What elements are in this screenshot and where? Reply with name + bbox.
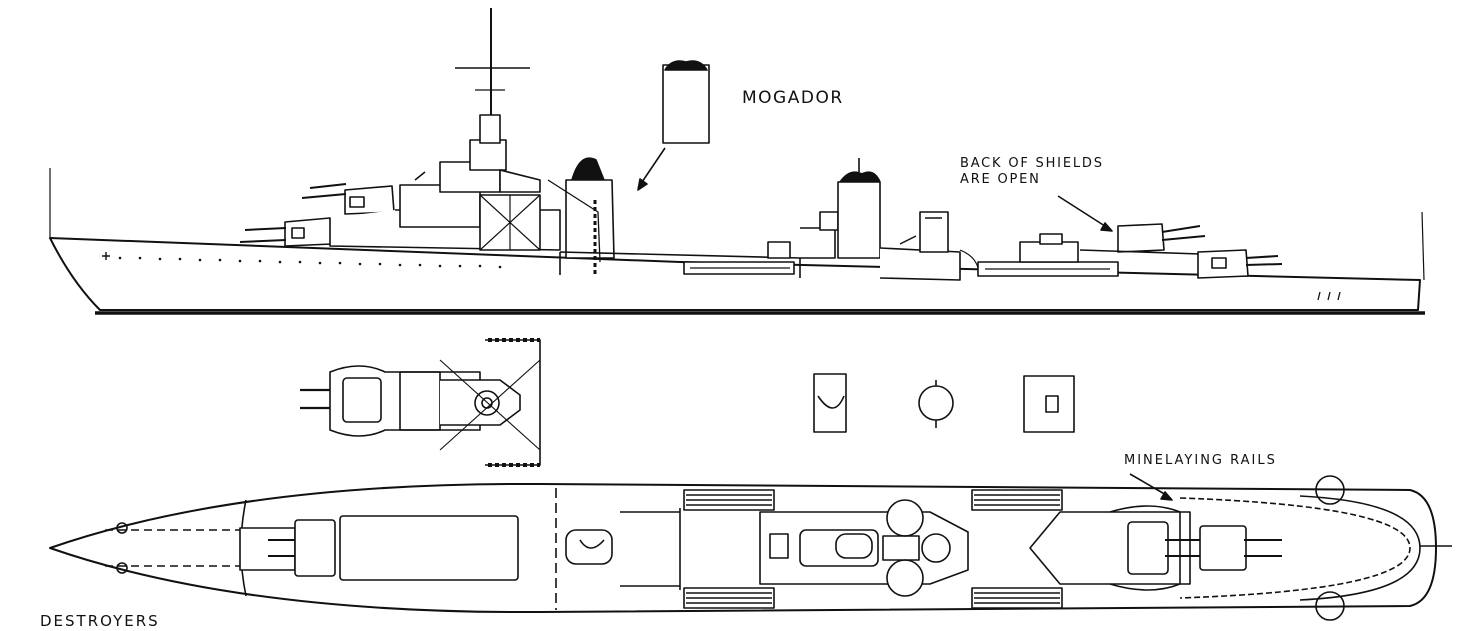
plan-hull-outline — [50, 484, 1436, 612]
minelaying-rails-label: MINELAYING RAILS — [1124, 453, 1277, 468]
shields-note-line2: ARE OPEN — [960, 172, 1041, 188]
plan-view — [50, 474, 1452, 620]
portholes — [118, 256, 502, 269]
aft-turret-lower — [1198, 250, 1282, 278]
caption-label: DESTROYERS — [40, 612, 160, 630]
torpedo-tubes — [684, 490, 1062, 608]
aft-funnel — [838, 182, 880, 258]
shields-note: BACK OF SHIELDS ARE OPEN — [960, 156, 1104, 189]
stern-gear-details — [814, 374, 1074, 432]
forward-turret-lower — [240, 218, 332, 246]
profile-view — [50, 8, 1425, 313]
profile-hull — [50, 238, 1420, 310]
forward-turret-plan-detail — [300, 340, 540, 465]
funnel-cap-inset — [663, 61, 709, 143]
ship-name-label: MOGADOR — [742, 88, 844, 108]
forward-funnel — [566, 180, 614, 258]
forward-turret-upper — [302, 184, 394, 214]
shields-note-line1: BACK OF SHIELDS — [960, 156, 1104, 171]
